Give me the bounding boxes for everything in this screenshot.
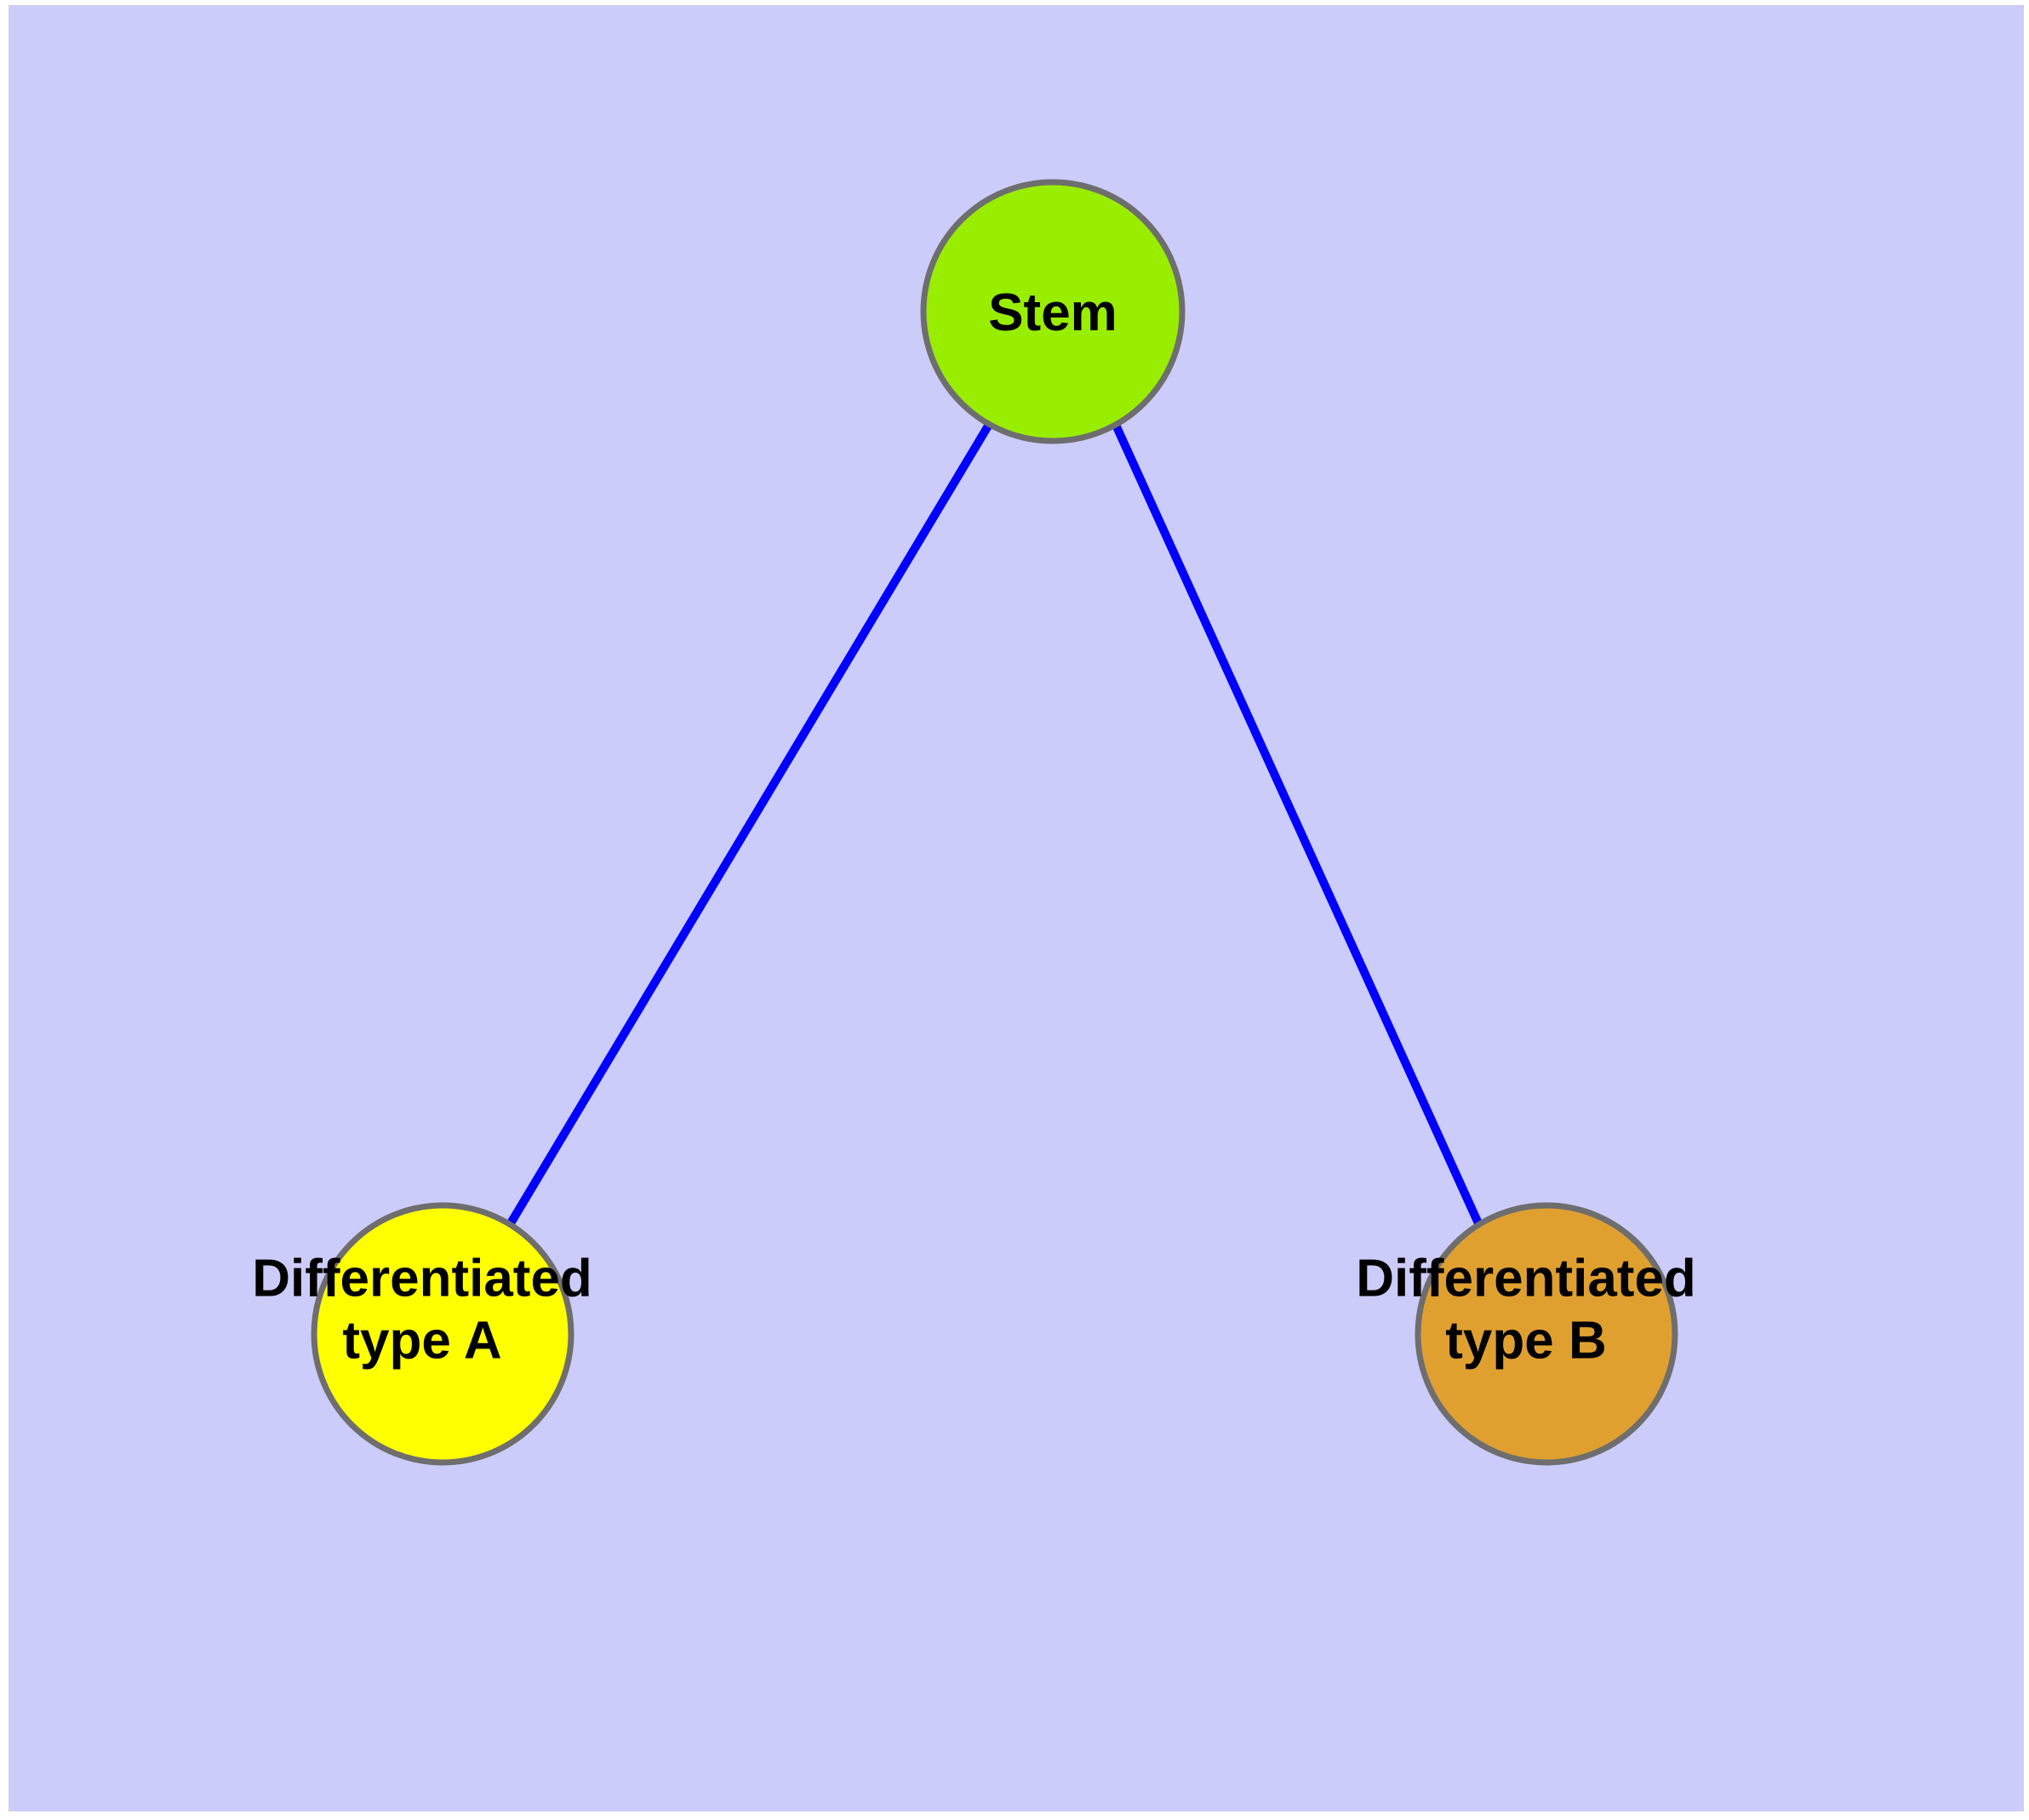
node-label-line: type B bbox=[1445, 1312, 1606, 1371]
nodes-layer bbox=[311, 179, 1678, 1466]
edges-layer bbox=[506, 421, 1483, 1226]
node-label-line: Differentiated bbox=[252, 1250, 592, 1308]
edge-stem-to-diff-a[interactable] bbox=[506, 421, 994, 1226]
node-stem[interactable] bbox=[920, 179, 1186, 444]
node-differentiated-type-a[interactable] bbox=[311, 1202, 574, 1466]
node-label-line: Stem bbox=[988, 283, 1117, 342]
node-label-line: type A bbox=[342, 1312, 501, 1371]
node-label-stem: Stem bbox=[988, 283, 1117, 342]
node-differentiated-type-b[interactable] bbox=[1415, 1202, 1678, 1466]
node-label-line: Differentiated bbox=[1356, 1250, 1696, 1308]
edge-stem-to-diff-b[interactable] bbox=[1111, 421, 1483, 1226]
